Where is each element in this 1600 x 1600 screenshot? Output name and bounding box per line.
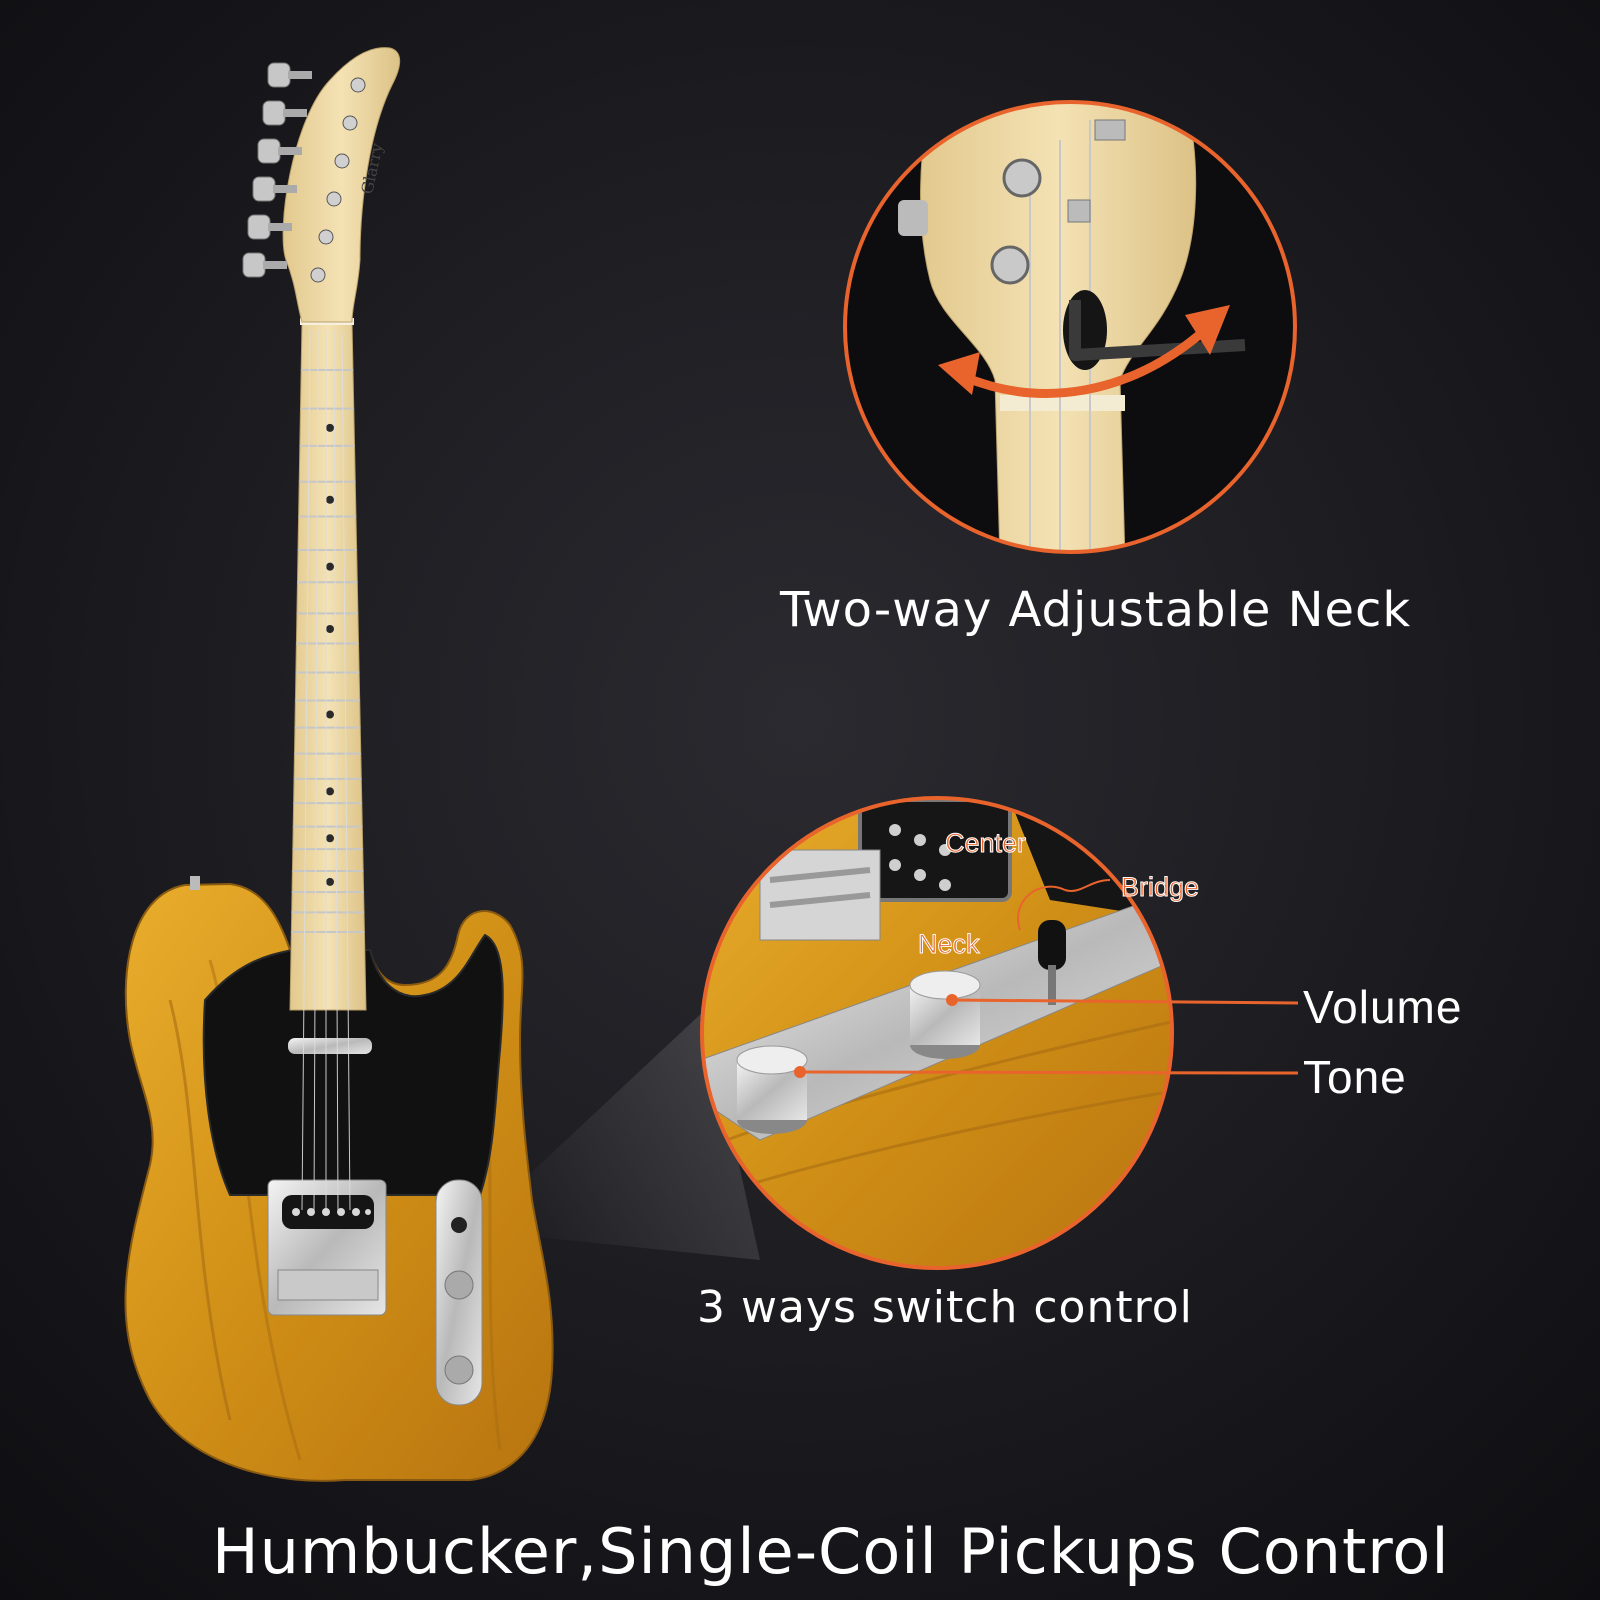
adjust-arrow-icon — [958, 326, 1208, 398]
fret-inlay — [326, 423, 334, 432]
volume-knob — [444, 1270, 474, 1300]
caption-adjustable-neck: Two-way Adjustable Neck — [780, 582, 1412, 638]
fret-inlay — [326, 495, 334, 504]
zoom-beam — [470, 1010, 760, 1260]
headstock — [282, 47, 401, 323]
fret-inlay — [326, 787, 334, 796]
fret-inlay — [326, 834, 334, 843]
tuner-peg — [252, 176, 342, 207]
tone-callout-line — [799, 1070, 1299, 1075]
switch-tip — [451, 1217, 467, 1233]
switch-label-bridge: Bridge — [1121, 872, 1199, 902]
neck-pickup — [288, 1038, 372, 1054]
guitar: Glarry — [124, 47, 554, 1482]
tuner-peg — [257, 138, 350, 169]
fret-inlay — [326, 562, 334, 571]
neck-zoom-border — [843, 100, 1297, 554]
switch-label-neck: Neck — [918, 929, 980, 959]
tuner-peg — [267, 62, 366, 93]
tuner-peg — [247, 214, 334, 245]
tuner-peg — [262, 100, 358, 131]
caption-switch-control: 3 ways switch control — [697, 1282, 1193, 1333]
controls-zoom-circle: Center Bridge Neck — [700, 796, 1299, 1270]
neck-zoom-circle — [843, 100, 1297, 554]
fret-inlay — [326, 710, 334, 719]
tone-knob — [444, 1355, 474, 1385]
label-volume: Volume — [1303, 981, 1463, 1033]
controls-zoom-border — [700, 796, 1174, 1270]
label-tone: Tone — [1303, 1051, 1407, 1103]
fret-inlay — [326, 624, 334, 633]
tuner-peg — [242, 252, 326, 283]
caption-pickups-control: Humbucker,Single-Coil Pickups Control — [212, 1515, 1450, 1588]
fret-inlay — [326, 877, 334, 886]
pickguard — [202, 933, 504, 1196]
switch-label-center: Center — [945, 828, 1026, 858]
volume-callout-line — [951, 998, 1299, 1005]
